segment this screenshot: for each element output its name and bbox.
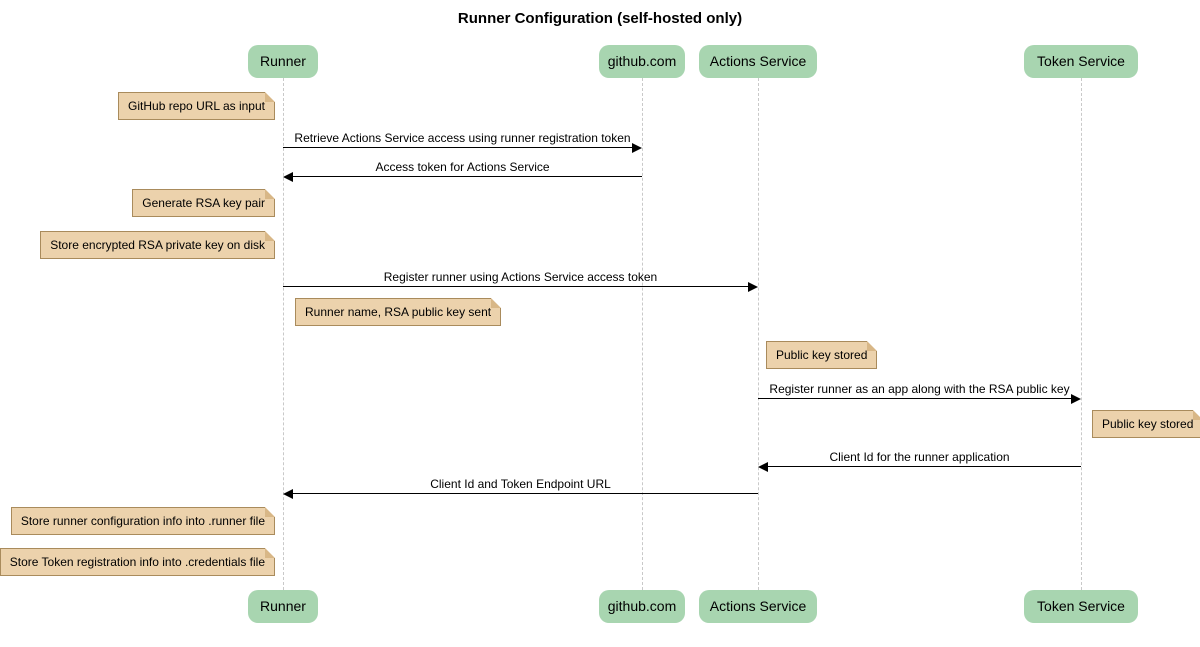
message-label-6: Client Id and Token Endpoint URL: [430, 477, 611, 491]
message-arrowhead-5: [758, 462, 768, 472]
participant-top-github: github.com: [599, 45, 685, 78]
message-line-5: [767, 466, 1081, 467]
message-arrowhead-1: [632, 143, 642, 153]
lifeline-token: [1080, 78, 1082, 590]
lifeline-runner: [282, 78, 284, 590]
message-arrowhead-2: [283, 172, 293, 182]
participant-top-actions: Actions Service: [699, 45, 817, 78]
message-label-1: Retrieve Actions Service access using ru…: [294, 131, 631, 145]
message-arrowhead-4: [1071, 394, 1081, 404]
message-line-4: [758, 398, 1072, 399]
note-2: Generate RSA key pair: [132, 189, 275, 217]
message-line-6: [292, 493, 758, 494]
message-label-4: Register runner as an app along with the…: [769, 382, 1070, 396]
message-label-3: Register runner using Actions Service ac…: [383, 270, 658, 284]
participant-top-runner: Runner: [248, 45, 318, 78]
lifeline-github: [641, 78, 643, 590]
note-5: Public key stored: [766, 341, 878, 369]
message-line-1: [283, 147, 633, 148]
message-arrowhead-6: [283, 489, 293, 499]
note-7: Store runner configuration info into .ru…: [10, 507, 276, 535]
participant-top-token: Token Service: [1024, 45, 1138, 78]
participant-bottom-actions: Actions Service: [699, 590, 817, 623]
message-label-2: Access token for Actions Service: [375, 160, 550, 174]
participant-bottom-token: Token Service: [1024, 590, 1138, 623]
lifeline-actions: [757, 78, 759, 590]
note-6: Public key stored: [1092, 410, 1200, 438]
message-line-3: [283, 286, 749, 287]
note-4: Runner name, RSA public key sent: [295, 298, 502, 326]
note-8: Store Token registration info into .cred…: [0, 548, 276, 576]
message-label-5: Client Id for the runner application: [829, 450, 1010, 464]
participant-bottom-github: github.com: [599, 590, 685, 623]
note-3: Store encrypted RSA private key on disk: [40, 231, 275, 259]
message-arrowhead-3: [748, 282, 758, 292]
participant-bottom-runner: Runner: [248, 590, 318, 623]
message-line-2: [292, 176, 642, 177]
note-1: GitHub repo URL as input: [118, 92, 275, 120]
diagram-title: Runner Configuration (self-hosted only): [457, 10, 743, 27]
